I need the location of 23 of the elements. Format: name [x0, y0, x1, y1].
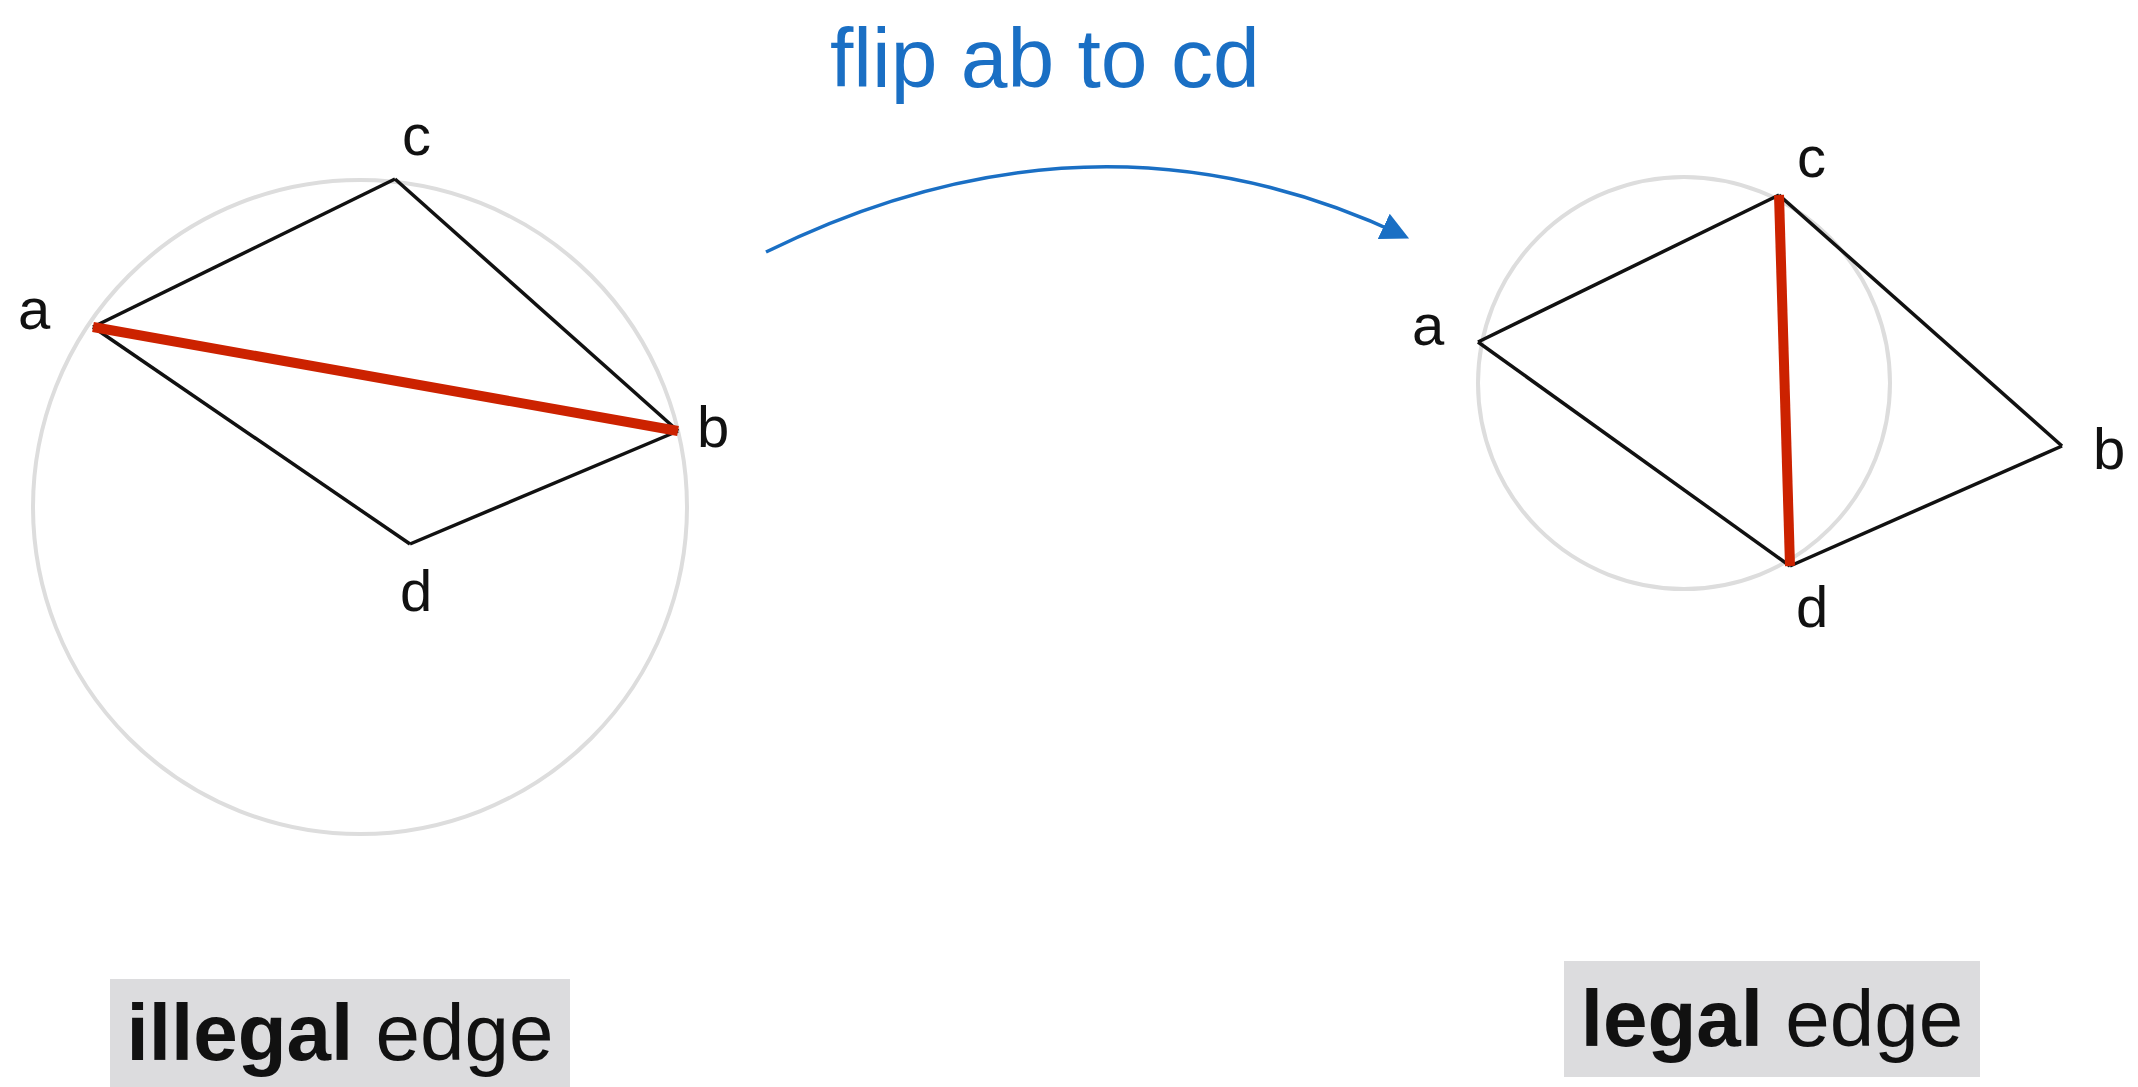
edge-line [1777, 193, 2064, 448]
caption-box [1564, 961, 1980, 1077]
vertex-label: c [402, 106, 431, 164]
highlighted-edge-line [92, 322, 679, 436]
vertex-label: d [1796, 578, 1829, 636]
flip-caption: flip ab to cd [830, 10, 1260, 107]
vertex-label: c [1797, 128, 1826, 186]
vertex-label: a [1412, 296, 1445, 354]
caption-box [110, 979, 570, 1087]
vertex-label: b [2093, 420, 2126, 478]
vertex-label: d [400, 562, 433, 620]
edge-line [1476, 340, 1792, 568]
edge-line [1477, 193, 1780, 344]
vertex-label: a [18, 280, 51, 338]
edge-line [92, 325, 411, 546]
highlighted-edge-line [1774, 194, 1795, 567]
edge-line [409, 429, 679, 546]
vertex-label: b [697, 398, 730, 456]
edge-line [393, 177, 680, 433]
edge-line [92, 177, 396, 329]
edge-line [1789, 444, 2063, 568]
caption-text: illegal edge [126, 987, 554, 1079]
caption-text: legal edge [1580, 973, 1964, 1065]
